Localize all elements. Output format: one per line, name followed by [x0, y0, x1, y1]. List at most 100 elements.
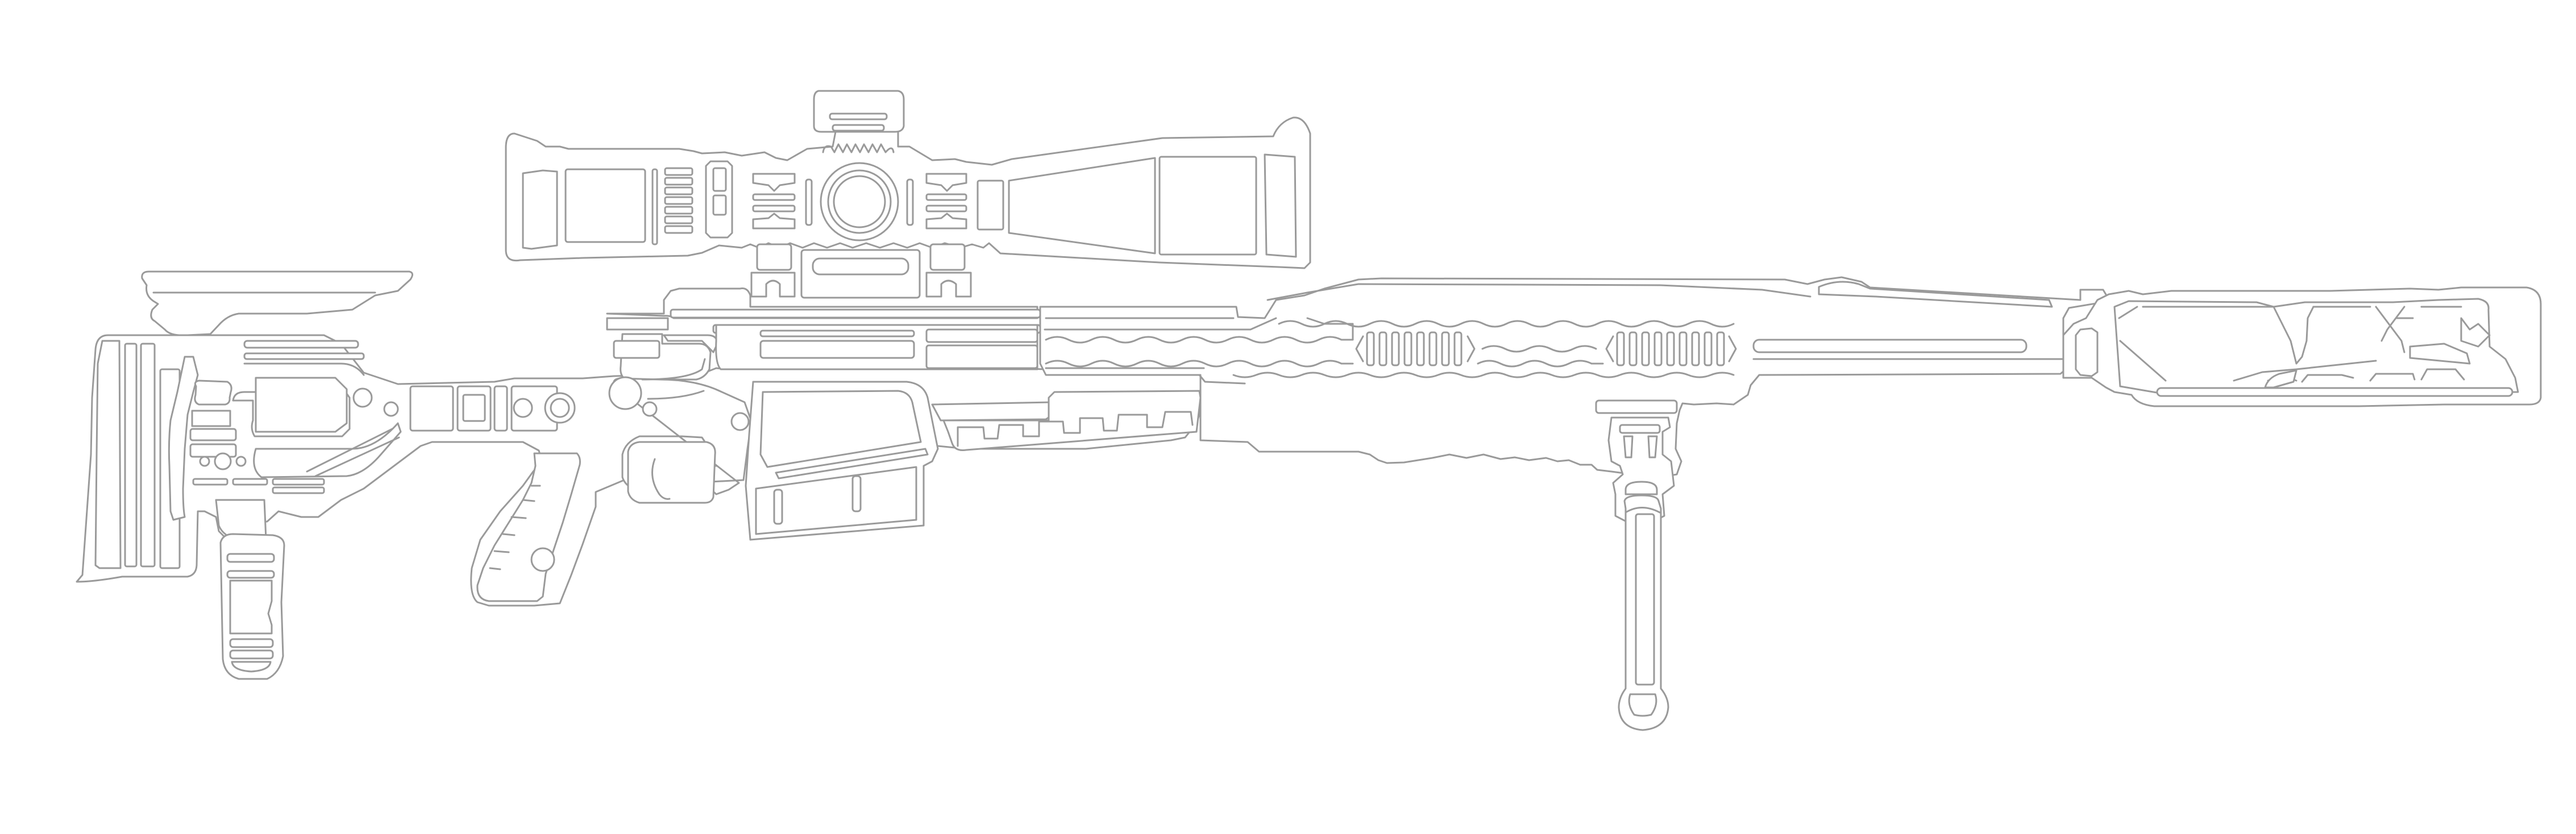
scope-lens-cap — [1264, 153, 1297, 258]
stock-connector-bolt-1 — [513, 398, 533, 418]
scope-front-ring — [977, 180, 1004, 231]
front-mount-cap — [929, 243, 966, 271]
magazine-window — [759, 390, 922, 468]
foregrip-handle-slot — [1635, 513, 1655, 686]
foregrip-clamp-jaw-left — [1623, 435, 1634, 458]
handguard-wave-upper-2 — [1278, 320, 1735, 328]
monopod-tube — [229, 579, 273, 635]
vent-slots-group-1 — [1366, 331, 1462, 366]
receiver-slot-upper — [759, 330, 915, 337]
stock-connector-a — [409, 385, 454, 432]
stock-length-knob — [194, 380, 232, 406]
scope-parallax-window — [712, 167, 727, 192]
suppressor-bracket — [2264, 369, 2297, 389]
scope-eyepiece-cap — [522, 169, 558, 250]
handguard-outline — [1039, 276, 2111, 478]
vent-chevron-right-1 — [1466, 335, 1476, 362]
stock-connector-d — [493, 385, 508, 432]
magazine — [745, 381, 1202, 541]
magazine-rib-2 — [851, 475, 862, 512]
handguard-lower-line — [1045, 367, 1246, 385]
stock-lower-rail — [306, 428, 393, 473]
suppressor-slash-2 — [2255, 306, 2315, 365]
scope-power-ring — [664, 167, 693, 234]
foregrip — [1595, 399, 1678, 731]
stock-cheek-window — [255, 377, 348, 433]
foregrip-handle-arc — [1624, 507, 1661, 514]
vent-chevron-left-2 — [1605, 335, 1614, 362]
vent-chevron-right-2 — [1728, 335, 1737, 362]
magazine-well — [627, 441, 716, 504]
stock-lower-panel — [253, 422, 402, 478]
monopod-ring-2 — [226, 570, 275, 579]
monopod-foot-band-1 — [229, 638, 274, 648]
foregrip-mount — [1595, 399, 1678, 414]
foregrip-foot — [1628, 693, 1657, 717]
magazine-rib-1 — [773, 489, 783, 525]
stock-plate-c — [272, 478, 325, 486]
stock-plate-a — [192, 478, 228, 486]
turret-cap — [813, 90, 905, 133]
monopod-foot — [231, 661, 272, 673]
stock-length-knob-ring — [191, 410, 231, 427]
scope-parallax-window-2 — [712, 194, 727, 216]
stock-slot-b — [189, 443, 237, 458]
scope-left-saddle — [752, 173, 796, 230]
safety-selector — [730, 412, 750, 431]
grip-texture — [489, 485, 541, 570]
scope — [505, 90, 1311, 269]
grip-screw — [530, 547, 555, 572]
rear-mount-cap — [756, 243, 792, 271]
stock-plate-b — [232, 478, 268, 486]
butt-spacer-2 — [140, 343, 156, 568]
magazine-base — [755, 466, 917, 535]
receiver-side-plate — [925, 328, 1038, 343]
scope-objective-taper — [1008, 157, 1156, 255]
receiver — [409, 287, 1041, 602]
stock-lower-rail-2 — [314, 436, 400, 477]
trigger-blade — [651, 458, 671, 500]
vent-chevron-left-1 — [1355, 335, 1364, 362]
scope-turret — [813, 90, 905, 153]
receiver-slot-lower — [759, 340, 915, 359]
stock-outline — [141, 270, 413, 336]
monopod-ring-1 — [226, 553, 275, 563]
turret-band-upper — [829, 112, 888, 120]
stock-connector-c — [462, 394, 486, 422]
turret-band-lower — [832, 124, 885, 132]
stock-connector-bolt-3 — [550, 398, 570, 418]
handguard-wave-upper — [1045, 317, 1354, 344]
monopod-foot-band-2 — [229, 649, 274, 660]
stock-adjuster-rail-mid — [243, 352, 365, 360]
stock-button-2 — [383, 401, 399, 417]
scope-right-saddle — [925, 173, 967, 230]
stock-bolt-2 — [214, 452, 232, 470]
suppressor-panel — [2113, 298, 2519, 394]
handguard — [1039, 276, 2111, 478]
scope-ocular-panel — [564, 168, 646, 243]
suppressor-base-band — [2156, 387, 2513, 397]
receiver-side-plate-2 — [925, 344, 1038, 369]
vent-slots-group-2 — [1616, 331, 1725, 366]
trigger-pin — [642, 401, 658, 417]
suppressor-muzzle-cap — [2075, 327, 2099, 377]
stock-bolt-1 — [199, 456, 210, 467]
center-mount-slot — [812, 257, 909, 276]
stock-monopod-leg — [168, 356, 199, 521]
butt-pad — [94, 340, 122, 569]
foregrip-clamp-jaw-right — [1647, 435, 1658, 458]
suppressor-slash-1 — [2118, 306, 2167, 382]
scope-objective-window — [1158, 156, 1257, 256]
suppressor-z-mark — [2460, 317, 2491, 348]
turret-knurl — [822, 143, 895, 153]
stock-slot-a — [189, 428, 237, 441]
housing-tabs — [957, 411, 1194, 447]
trigger-button — [608, 376, 642, 410]
barrel-top-rod — [1818, 281, 2053, 308]
stock-button-1 — [352, 387, 373, 408]
handguard-rail-top — [1044, 317, 1277, 331]
scope-grip-rib-1 — [651, 168, 658, 245]
magazine-catch — [775, 448, 929, 479]
